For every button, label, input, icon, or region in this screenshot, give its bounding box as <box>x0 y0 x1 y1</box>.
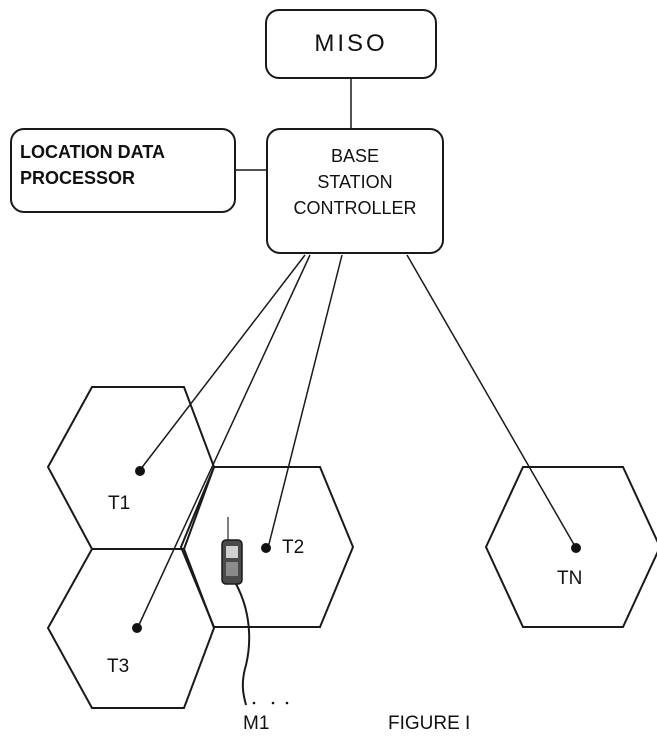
base-station-controller-label-line1: BASE <box>330 146 380 166</box>
tower-t1-dot <box>135 466 145 476</box>
tower-t3-dot <box>132 623 142 633</box>
tower-t2-label: T2 <box>282 537 305 558</box>
base-station-controller-box <box>266 128 444 254</box>
mobile-phone-icon <box>221 517 251 706</box>
tower-tn-dot <box>571 543 581 553</box>
location-data-processor-box <box>10 128 236 213</box>
base-station-controller-label-line2: STATION <box>317 172 393 192</box>
miso-box <box>265 9 437 79</box>
location-data-processor-label-line2: PROCESSOR <box>20 168 136 188</box>
tower-t1-label: T1 <box>108 493 131 514</box>
mobile-m1-label: M1 <box>243 713 270 734</box>
miso-label: MISO <box>314 30 388 57</box>
dot-marks <box>252 701 289 705</box>
controller-to-t1-link <box>139 254 306 471</box>
cell-t1 <box>46 386 216 550</box>
cell-t3 <box>46 548 216 709</box>
figure-caption: FIGURE I <box>388 713 471 734</box>
cell-t2 <box>179 466 355 628</box>
controller-to-tn-link <box>406 254 577 549</box>
tower-t2-dot <box>261 543 271 553</box>
tower-tn-label: TN <box>557 568 583 589</box>
controller-to-t3-link <box>137 254 311 628</box>
location-data-processor-label-line1: LOCATION DATA <box>20 142 165 162</box>
cell-tn <box>484 466 657 628</box>
tower-t3-label: T3 <box>107 656 130 677</box>
controller-to-t2-link <box>267 254 343 549</box>
base-station-controller-label-line3: CONTROLLER <box>293 198 417 218</box>
